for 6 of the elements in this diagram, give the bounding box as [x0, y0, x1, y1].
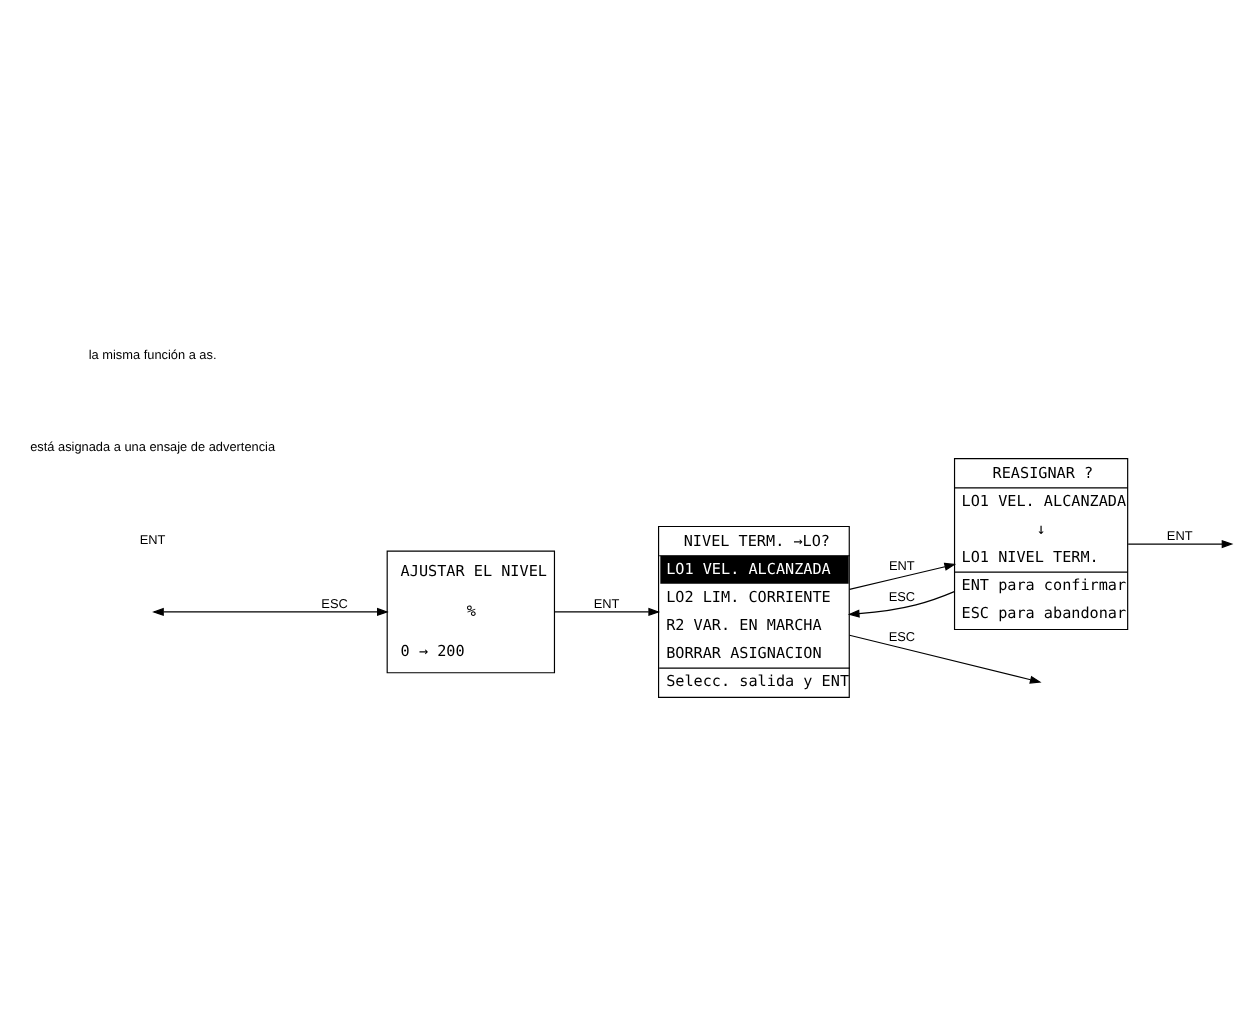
arrow [554, 606, 661, 616]
arrow [848, 633, 1042, 683]
arrow [847, 590, 955, 617]
arrow [848, 561, 957, 589]
arrow [1127, 538, 1234, 548]
arrow [152, 606, 389, 616]
